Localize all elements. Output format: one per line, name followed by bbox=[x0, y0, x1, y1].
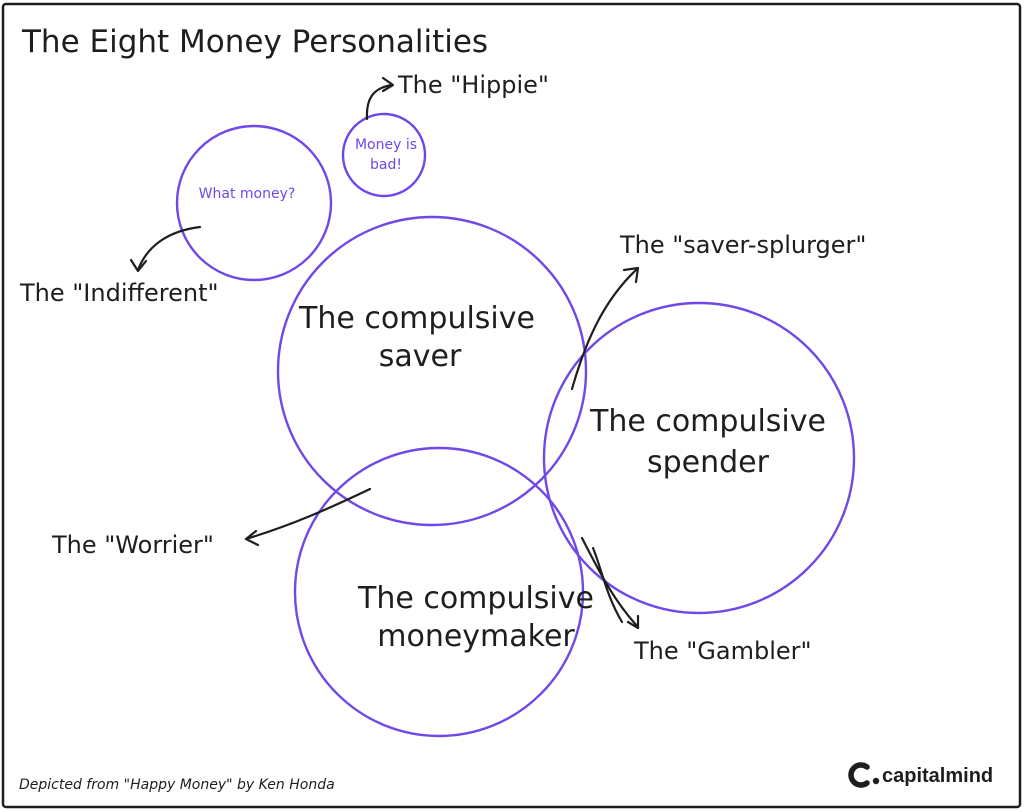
gambler-label: The "Gambler" bbox=[633, 637, 812, 665]
spender-circle bbox=[542, 301, 856, 615]
worrier-label: The "Worrier" bbox=[51, 531, 214, 559]
saver-circle bbox=[276, 215, 588, 527]
hippie-label: The "Hippie" bbox=[397, 71, 549, 99]
hippie-circle-text-line2: bad! bbox=[370, 157, 402, 173]
hippie-circle bbox=[341, 112, 427, 198]
credit-text: Depicted from "Happy Money" by Ken Honda bbox=[19, 777, 335, 793]
capitalmind-logo-icon bbox=[848, 762, 880, 788]
saver-circle-text-line2: saver bbox=[379, 339, 462, 374]
hippie-circle-text-line1: Money is bbox=[355, 137, 417, 153]
saver-splurger-label: The "saver-splurger" bbox=[619, 231, 866, 259]
moneymaker-circle bbox=[293, 446, 585, 738]
saver-circle-text-line1: The compulsive bbox=[298, 301, 535, 336]
moneymaker-circle-text-line2: moneymaker bbox=[377, 619, 575, 654]
diagram-title: The Eight Money Personalities bbox=[21, 24, 488, 60]
spender-circle-text-line2: spender bbox=[647, 445, 770, 480]
indifferent-arrow bbox=[129, 225, 202, 273]
indifferent-circle-text: What money? bbox=[199, 186, 296, 202]
indifferent-circle bbox=[175, 124, 333, 282]
spender-circle-text-line1: The compulsive bbox=[589, 404, 826, 439]
brand-name: capitalmind bbox=[882, 765, 993, 787]
saver-splurger-arrow bbox=[570, 266, 640, 391]
worrier-arrow bbox=[244, 487, 372, 547]
moneymaker-circle-text-line1: The compulsive bbox=[357, 581, 594, 616]
gambler-arrow bbox=[580, 536, 640, 630]
hippie-arrow bbox=[365, 76, 395, 121]
indifferent-label: The "Indifferent" bbox=[19, 279, 219, 307]
